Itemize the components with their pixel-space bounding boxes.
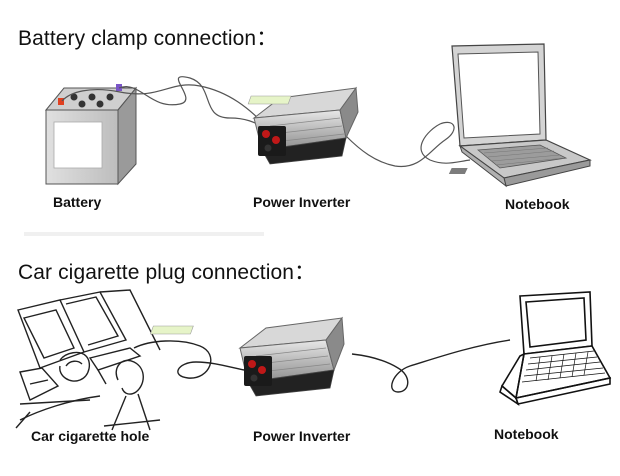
section2-title: Car cigarette plug connection： — [18, 261, 316, 284]
cigarette-label: Car cigarette hole — [31, 428, 150, 444]
notebook-label-1: Notebook — [505, 196, 570, 212]
cables-section1 — [61, 76, 471, 168]
inverter-label-1: Power Inverter — [253, 194, 351, 210]
notebook-icon-2 — [499, 291, 612, 406]
power-inverter-icon-2 — [150, 316, 345, 397]
section1-title: Battery clamp connection： — [18, 27, 278, 50]
notebook-label-2: Notebook — [494, 426, 559, 442]
car-cigarette-hole-icon — [15, 289, 161, 431]
inverter-label-2: Power Inverter — [253, 428, 351, 444]
divider — [24, 232, 264, 236]
battery-label: Battery — [53, 194, 102, 210]
battery-icon — [44, 84, 138, 186]
notebook-icon-1 — [448, 43, 592, 188]
power-inverter-icon-1 — [247, 86, 359, 165]
cables-section2 — [133, 339, 511, 393]
